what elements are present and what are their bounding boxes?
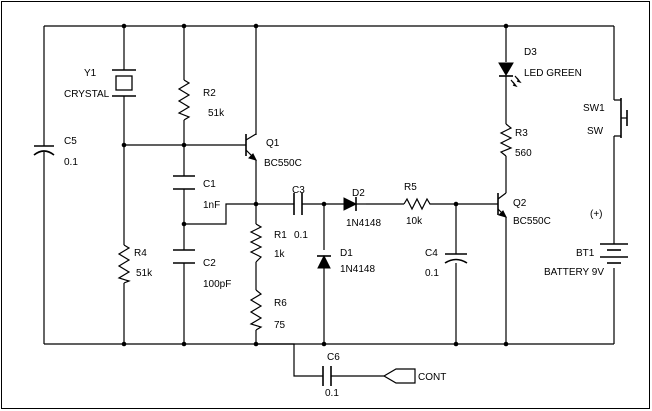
r4-ref: R4 bbox=[134, 248, 147, 259]
c1-ref: C1 bbox=[203, 179, 216, 190]
diode-d1 bbox=[317, 254, 331, 269]
q2-ref: Q2 bbox=[513, 198, 527, 209]
transistor-q1 bbox=[245, 133, 257, 161]
d2-value: 1N4148 bbox=[346, 218, 381, 229]
q1-value: BC550C bbox=[264, 158, 302, 169]
c3-ref: C3 bbox=[292, 185, 305, 196]
bt1-ref: BT1 bbox=[576, 248, 595, 259]
r2-value: 51k bbox=[208, 108, 225, 119]
capacitor-c6 bbox=[322, 366, 332, 386]
bt1-value: BATTERY 9V bbox=[544, 267, 604, 278]
capacitor-c5 bbox=[33, 145, 55, 156]
capacitor-c2 bbox=[173, 249, 195, 264]
y1-ref: Y1 bbox=[84, 68, 97, 79]
diode-d2 bbox=[343, 197, 366, 211]
resistor-r5 bbox=[403, 197, 432, 211]
r6-ref: R6 bbox=[274, 298, 287, 309]
r3-ref: R3 bbox=[515, 128, 528, 139]
d2-ref: D2 bbox=[352, 188, 365, 199]
led-d3 bbox=[498, 62, 522, 88]
cont-terminal-icon bbox=[382, 368, 416, 384]
r5-value: 10k bbox=[406, 216, 423, 227]
resistor-r6 bbox=[249, 289, 263, 331]
crystal-y1 bbox=[112, 69, 136, 97]
c3-value: 0.1 bbox=[294, 230, 308, 241]
r6-value: 75 bbox=[274, 320, 286, 331]
r1-value: 1k bbox=[274, 249, 286, 260]
d3-value: LED GREEN bbox=[524, 68, 582, 79]
r1-ref: R1 bbox=[274, 230, 287, 241]
transistor-q2 bbox=[497, 192, 507, 218]
cont-label: CONT bbox=[418, 372, 446, 383]
c5-value: 0.1 bbox=[64, 157, 78, 168]
resistor-r3 bbox=[499, 123, 513, 157]
battery-bt1 bbox=[600, 243, 628, 264]
sw1-ref: SW1 bbox=[583, 103, 605, 114]
bt1-polarity: (+) bbox=[590, 209, 603, 220]
r4-value: 51k bbox=[136, 268, 153, 279]
d1-value: 1N4148 bbox=[340, 264, 375, 275]
c5-ref: C5 bbox=[64, 136, 77, 147]
junction-dots bbox=[121, 23, 509, 347]
resistor-r2 bbox=[177, 79, 191, 121]
d3-ref: D3 bbox=[524, 47, 537, 58]
y1-value: CRYSTAL bbox=[64, 89, 110, 100]
r2-ref: R2 bbox=[203, 88, 216, 99]
switch-sw1 bbox=[614, 98, 628, 138]
sw1-value: SW bbox=[587, 126, 604, 137]
r3-value: 560 bbox=[515, 148, 532, 159]
d1-ref: D1 bbox=[340, 248, 353, 259]
capacitor-c1 bbox=[173, 175, 195, 190]
wiring bbox=[43, 25, 615, 377]
resistor-r1 bbox=[249, 223, 263, 263]
c1-value: 1nF bbox=[203, 200, 220, 211]
capacitor-c4 bbox=[444, 253, 468, 264]
r5-ref: R5 bbox=[404, 182, 417, 193]
q1-ref: Q1 bbox=[266, 138, 280, 149]
c2-ref: C2 bbox=[203, 258, 216, 269]
c2-value: 100pF bbox=[203, 279, 231, 290]
c4-ref: C4 bbox=[425, 248, 438, 259]
resistor-r4 bbox=[117, 244, 131, 284]
q2-value: BC550C bbox=[513, 216, 551, 227]
c4-value: 0.1 bbox=[425, 268, 439, 279]
capacitor-c3 bbox=[293, 193, 303, 215]
c6-ref: C6 bbox=[327, 352, 340, 363]
c6-value: 0.1 bbox=[325, 388, 339, 399]
